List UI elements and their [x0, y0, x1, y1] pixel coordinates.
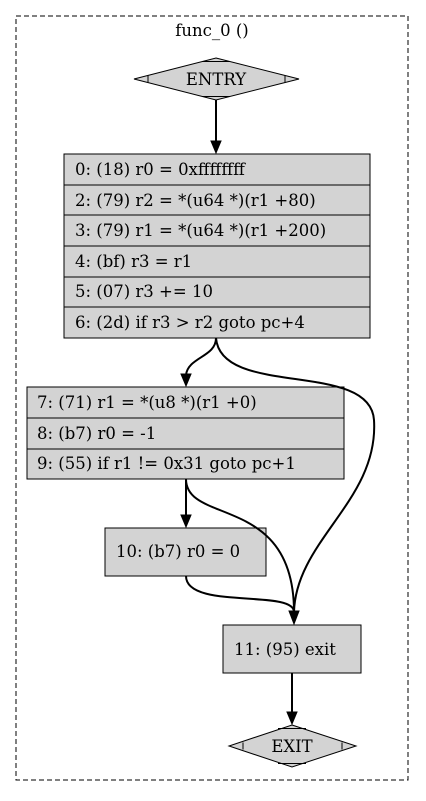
block-0-row-0: 0: (18) r0 = 0xffffffff: [75, 160, 246, 179]
block-0-row-4: 5: (07) r3 += 10: [75, 282, 213, 301]
edge-entry-to-block-0: [210, 100, 222, 155]
edge-block-0-to-block-1: [180, 337, 217, 388]
block-0: 0: (18) r0 = 0xffffffff 2: (79) r2 = *(u…: [63, 153, 371, 339]
block-1-row-2: 9: (55) if r1 != 0x31 goto pc+1: [37, 454, 296, 473]
edge-block-1-to-block-2: [180, 479, 192, 529]
block-3-row-0: 11: (95) exit: [234, 640, 336, 659]
block-1-row-1: 8: (b7) r0 = -1: [37, 424, 156, 443]
block-2-row-0: 10: (b7) r0 = 0: [116, 542, 240, 561]
edge-block-0-to-block-3: [215, 337, 376, 626]
edge-block-2-to-block-3: [185, 575, 295, 613]
block-0-row-3: 4: (bf) r3 = r1: [75, 252, 192, 271]
block-0-row-1: 2: (79) r2 = *(u64 *)(r1 +80): [75, 191, 316, 210]
cluster-title: func_0 (): [175, 21, 248, 40]
block-0-row-5: 6: (2d) if r3 > r2 goto pc+4: [75, 313, 305, 332]
entry-node: ENTRY: [133, 57, 300, 101]
block-3: 11: (95) exit: [222, 624, 362, 674]
block-1: 7: (71) r1 = *(u8 *)(r1 +0) 8: (b7) r0 =…: [26, 386, 345, 480]
edge-block-3-to-exit: [286, 673, 298, 726]
block-2: 10: (b7) r0 = 0: [104, 527, 267, 577]
block-0-row-2: 3: (79) r1 = *(u64 *)(r1 +200): [75, 221, 326, 240]
edge-block-1-to-block-3: [185, 478, 295, 613]
exit-node: EXIT: [227, 724, 358, 768]
block-1-row-0: 7: (71) r1 = *(u8 *)(r1 +0): [37, 393, 257, 412]
exit-label: EXIT: [271, 737, 312, 756]
entry-label: ENTRY: [186, 70, 247, 89]
cluster-border: [15, 15, 409, 781]
